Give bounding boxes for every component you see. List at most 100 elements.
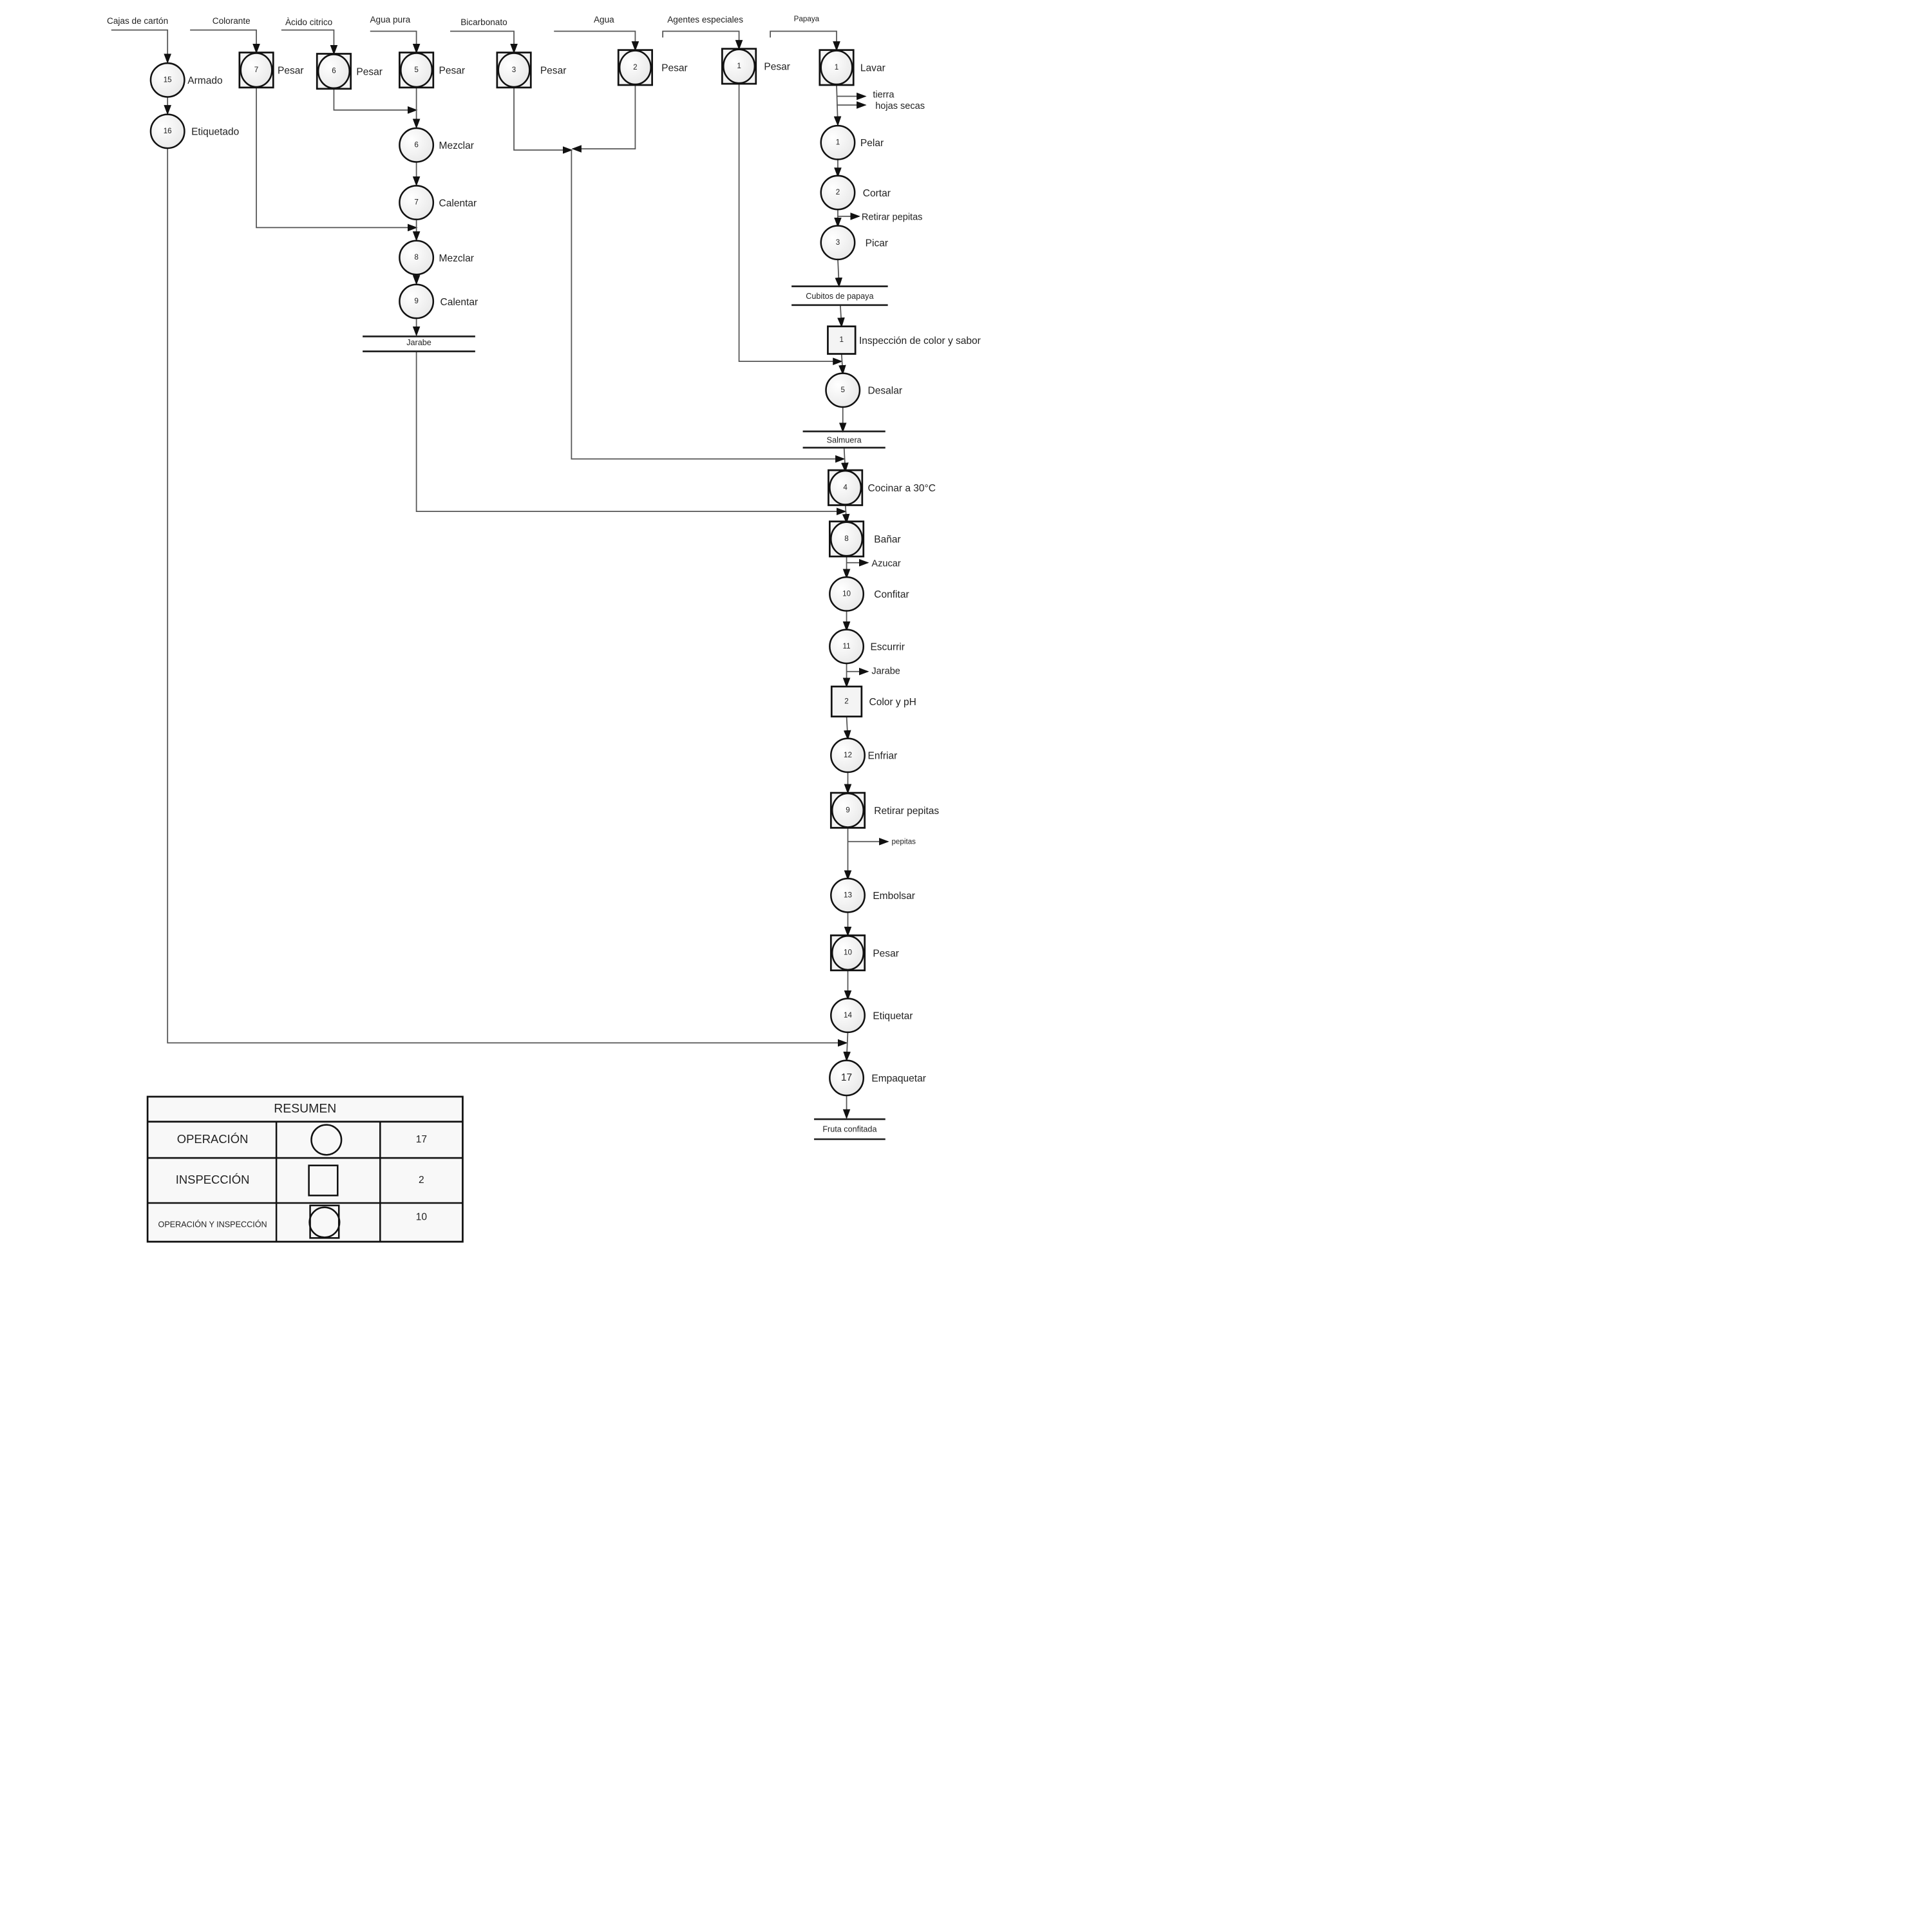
step-label: Pesar [439,66,466,77]
summary-row-label: OPERACIÓN Y INSPECCIÓN [158,1219,267,1229]
summary-row-count: 17 [416,1134,427,1145]
input-material-label: Àcido citrico [285,17,332,27]
flow-arrow [770,30,840,52]
operation-step: 1 [820,124,856,160]
operation-circle-icon [240,52,273,88]
step-number: 2 [844,697,848,705]
step-number: 9 [846,806,849,814]
flow-arrow [513,87,573,154]
summary-title: RESUMEN [274,1101,336,1115]
byproduct-label: Azucar [871,559,900,569]
step-number: 15 [164,75,172,84]
flow-arrow [190,29,260,54]
operation-step: 14 [830,998,866,1034]
step-number: 7 [254,66,258,74]
storage-label: Cubitos de papaya [806,292,874,301]
step-number: 8 [844,535,848,543]
step-number: 4 [843,483,848,491]
byproduct-label: pepitas [891,838,916,846]
step-label: Calentar [440,297,478,308]
flow-arrow [843,716,851,741]
storage-symbol: Jarabe [363,335,475,352]
step-number: 7 [414,198,418,207]
step-label: Etiquetar [873,1011,913,1022]
operation-circle-icon [830,737,866,773]
operation-circle-icon [399,127,435,163]
byproduct-label: hojas secas [875,101,925,111]
step-number: 2 [836,188,840,196]
step-label: Confitar [874,589,909,600]
operation-circle-icon [825,372,861,408]
input-material-label: Agua [594,15,614,24]
inspection-square-icon [308,1164,339,1197]
operation-inspection-step: 1 [721,48,757,85]
operation-circle-icon [820,225,856,261]
operation-circle-icon [829,576,865,612]
inspection-square-icon [830,685,863,717]
input-material-label: Papaya [794,15,820,23]
step-label: Pesar [356,67,383,78]
step-label: Color y pH [869,697,916,708]
operation-circle-icon [400,52,433,88]
operation-step: 3 [820,225,856,261]
flow-arrow [256,87,418,232]
byproduct-label: Retirar pepitas [862,213,923,223]
step-number: 1 [836,138,840,146]
operation-step: 10 [829,576,865,612]
operation-step: 8 [399,240,435,276]
summary-row: OPERACIÓN 17 [177,1124,427,1156]
byproduct-label: Jarabe [871,667,900,677]
operation-inspection-step: 2 [617,49,653,86]
flow-arrow [841,448,849,473]
step-label: Desalar [868,386,902,397]
flow-arrow [843,1031,851,1062]
flow-arrow [370,30,421,54]
operation-circle-icon [149,113,185,149]
flow-arrow [554,30,639,52]
storage-symbol: Fruta confitada [814,1118,886,1141]
operation-inspection-step: 5 [399,52,435,89]
flow-arrow [842,504,850,524]
summary-row-count: 10 [416,1211,428,1222]
operation-step: 17 [829,1059,865,1097]
step-number: 3 [512,66,516,74]
operation-step: 7 [399,185,435,221]
flow-arrow [571,85,636,153]
summary-row-label: OPERACIÓN [177,1132,249,1146]
step-number: 1 [840,336,844,344]
step-number: 6 [332,67,336,75]
step-number: 10 [844,949,852,957]
step-label: Lavar [860,63,886,74]
operation-circle-icon [829,469,862,506]
step-number: 9 [414,297,418,305]
step-number: 1 [835,63,838,71]
flow-arrow [835,258,843,288]
input-material-label: Colorante [213,16,251,26]
step-label: Mezclar [439,140,474,151]
storage-label: Jarabe [406,338,431,347]
inspection-square-icon [827,325,857,355]
operation-inspection-step: 1 [819,49,855,86]
operation-step: 13 [830,877,866,913]
step-number: 13 [844,891,852,899]
step-label: Etiquetado [191,127,239,138]
step-label: Enfriar [868,751,898,762]
step-number: 6 [414,140,418,149]
flow-arrow [415,351,847,515]
input-material-label: Agua pura [370,15,410,24]
operation-circle-icon [310,1124,343,1156]
input-material-label: Bicarbonato [460,17,507,27]
flow-arrow [111,29,172,64]
flow-arrow [450,30,518,54]
operation-circle-icon [399,240,435,276]
step-number: 17 [841,1072,852,1083]
step-number: 10 [842,589,851,598]
step-number: 14 [844,1011,852,1019]
operation-step: 6 [399,127,435,163]
flow-arrow [837,305,845,328]
operation-circle-icon [829,629,865,665]
step-label: Mezclar [439,253,474,264]
